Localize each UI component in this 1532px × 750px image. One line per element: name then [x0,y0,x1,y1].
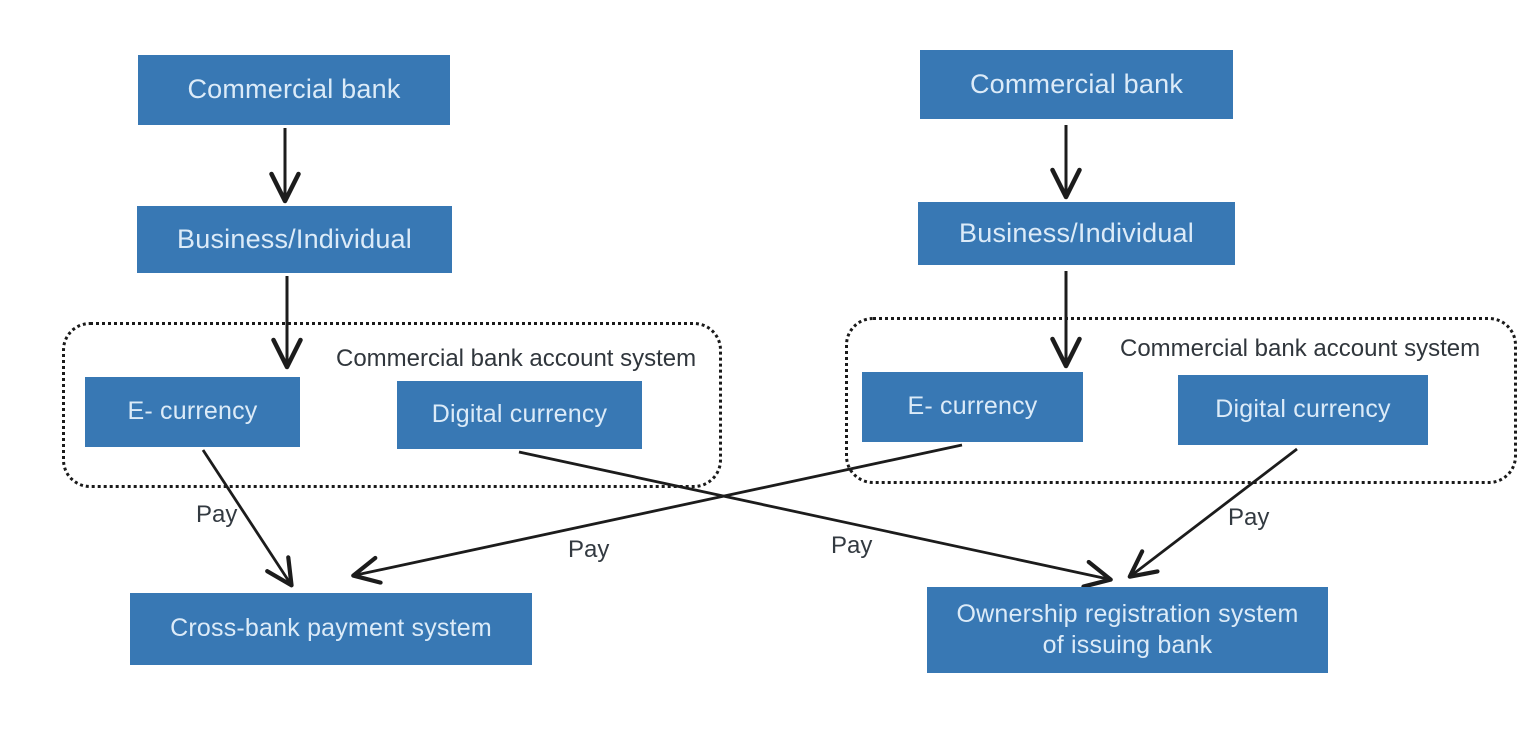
node-business-individual-right: Business/Individual [918,202,1235,265]
account-system-label-left: Commercial bank account system [336,345,696,373]
node-label: Cross-bank payment system [170,614,492,643]
pay-label-text: Pay [568,536,610,563]
node-label: E- currency [907,392,1038,421]
pay-label-center-right: Pay [831,532,872,560]
pay-label-text: Pay [196,501,238,528]
node-commercial-bank-right: Commercial bank [920,50,1233,119]
node-cross-bank-payment-system: Cross-bank payment system [130,593,532,665]
pay-label-right: Pay [1228,504,1269,532]
node-commercial-bank-left: Commercial bank [138,55,450,125]
pay-label-text: Pay [831,532,873,559]
node-digital-currency-right: Digital currency [1178,375,1428,445]
node-label: Business/Individual [959,217,1194,248]
pay-label-left: Pay [196,501,237,529]
node-label: Commercial bank [969,68,1184,99]
node-label-line1: Ownership registration system [956,599,1299,628]
node-label: Business/Individual [177,223,412,254]
node-label: E- currency [127,397,258,426]
node-e-currency-right: E- currency [862,372,1083,442]
node-label: Commercial bank [187,74,401,105]
node-ownership-registration-system: Ownership registration system of issuing… [927,587,1328,673]
pay-label-center-left: Pay [568,536,609,564]
node-business-individual-left: Business/Individual [137,206,452,273]
node-e-currency-left: E- currency [85,377,300,447]
node-label: Digital currency [431,400,608,429]
node-label-line2: of issuing bank [1042,631,1213,659]
account-system-label-text: Commercial bank account system [1120,335,1481,362]
account-system-label-right: Commercial bank account system [1120,335,1480,363]
pay-label-text: Pay [1228,504,1270,531]
node-digital-currency-left: Digital currency [397,381,642,449]
account-system-label-text: Commercial bank account system [336,345,697,372]
node-label: Digital currency [1215,395,1391,424]
